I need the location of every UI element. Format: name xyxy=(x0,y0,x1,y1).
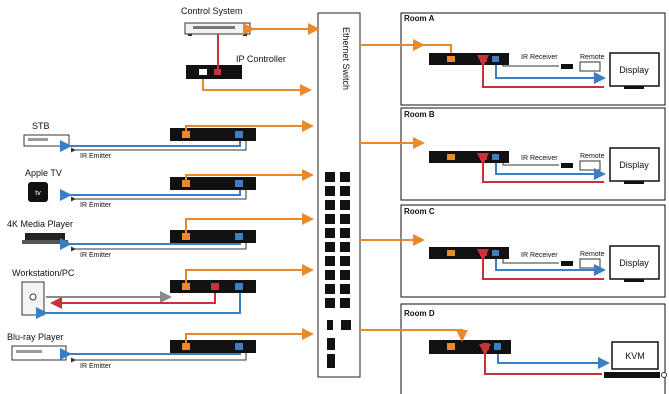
room-c: Room C IR Receiver Remote Display xyxy=(360,204,666,298)
switch-ports xyxy=(325,172,351,368)
appletv-ir-label: IR Emitter xyxy=(80,202,112,209)
room-d-display: KVM xyxy=(625,351,645,361)
control-system-label: Control System xyxy=(181,6,243,16)
room-b-ir-receiver: IR Receiver xyxy=(521,155,558,162)
ip-controller-ethernet xyxy=(202,79,312,96)
room-c-remote: Remote xyxy=(580,251,605,258)
room-b-remote: Remote xyxy=(580,153,605,160)
media-player-ir-label: IR Emitter xyxy=(80,252,112,259)
source-stb: STB IR Emitter xyxy=(23,121,247,160)
appletv-label: Apple TV xyxy=(25,168,62,178)
source-appletv: Apple TV tv IR Emitter xyxy=(25,168,247,209)
room-d-title: Room D xyxy=(404,309,435,318)
source-bluray: Blu-ray Player IR Emitter xyxy=(7,332,247,370)
room-c-title: Room C xyxy=(404,207,435,216)
bluray-ir-label: IR Emitter xyxy=(80,363,112,370)
source-workstation: Workstation/PC xyxy=(12,268,241,319)
switch-label: Ethernet Switch xyxy=(341,27,351,90)
workstation-label: Workstation/PC xyxy=(12,268,75,278)
bluray-label: Blu-ray Player xyxy=(7,332,64,342)
encoder-4k-media xyxy=(170,230,256,243)
room-c-ir-receiver: IR Receiver xyxy=(521,252,558,259)
encoder-stb xyxy=(170,128,256,141)
stb-ir-label: IR Emitter xyxy=(80,153,112,160)
room-b: Room B IR Receiver Remote Display xyxy=(360,107,666,201)
room-c-display: Display xyxy=(619,258,649,268)
room-a-ir-receiver: IR Receiver xyxy=(521,54,558,61)
encoder-ethernet-links xyxy=(185,120,314,343)
source-4k-media: 4K Media Player IR Emitter xyxy=(7,219,247,259)
room-d: Room D KVM xyxy=(360,303,667,394)
ip-controller-label: IP Controller xyxy=(236,54,286,64)
room-b-title: Room B xyxy=(404,110,435,119)
room-a: Room A IR Receiver Remote Display xyxy=(360,12,666,106)
room-a-display: Display xyxy=(619,65,649,75)
room-a-title: Room A xyxy=(404,14,435,23)
appletv-logo-text: tv xyxy=(35,190,41,197)
control-system: Control System xyxy=(181,6,251,36)
encoder-workstation xyxy=(170,280,256,293)
encoder-bluray xyxy=(170,340,256,353)
ip-controller: IP Controller xyxy=(186,54,286,79)
ethernet-switch: Ethernet Switch xyxy=(317,12,361,378)
stb-label: STB xyxy=(32,121,50,131)
room-b-display: Display xyxy=(619,160,649,170)
encoder-appletv xyxy=(170,177,256,190)
room-a-remote: Remote xyxy=(580,54,605,61)
media-player-label: 4K Media Player xyxy=(7,219,73,229)
